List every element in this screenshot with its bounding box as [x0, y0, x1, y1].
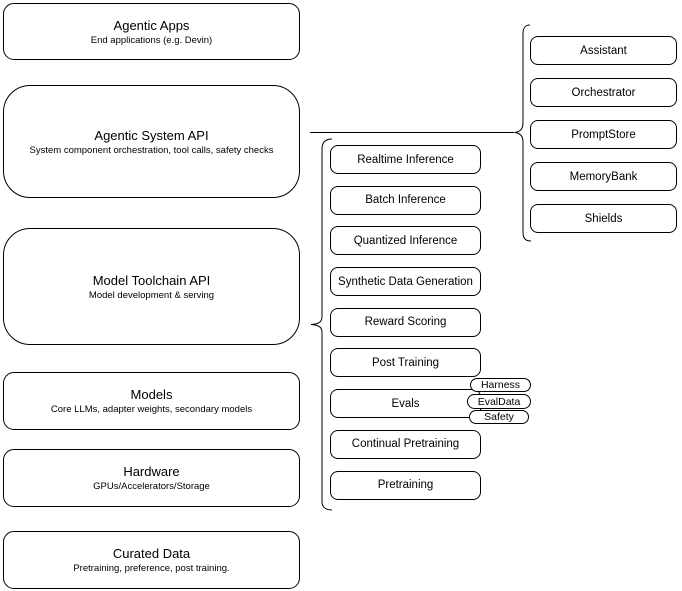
node-agentic-apps: Agentic Apps End applications (e.g. Devi… [3, 3, 300, 60]
node-subtitle: End applications (e.g. Devin) [90, 34, 213, 46]
toolchain-item-reward-scoring: Reward Scoring [330, 307, 481, 337]
component-orchestrator: Orchestrator [530, 78, 677, 107]
node-subtitle: Pretraining, preference, post training. [73, 563, 230, 574]
node-subtitle: GPUs/Accelerators/Storage [93, 481, 210, 492]
node-title: Hardware [123, 464, 180, 479]
system-components-column: Assistant Orchestrator PromptStore Memor… [530, 36, 677, 233]
toolchain-item-continual-pretraining: Continual Pretraining [330, 429, 481, 459]
node-title: Agentic System API [94, 127, 209, 143]
node-subtitle: Model development & serving [88, 289, 215, 301]
toolchain-item-evals: Evals [330, 389, 481, 419]
component-promptstore: PromptStore [530, 120, 677, 149]
node-subtitle: Core LLMs, adapter weights, secondary mo… [50, 404, 253, 415]
toolchain-item-synthetic-data-generation: Synthetic Data Generation [330, 267, 481, 297]
toolchain-item-pretraining: Pretraining [330, 470, 481, 500]
node-model-toolchain-api: Model Toolchain API Model development & … [3, 228, 300, 345]
toolchain-brace [310, 138, 333, 511]
components-brace [514, 24, 532, 242]
toolchain-item-batch-inference: Batch Inference [330, 185, 481, 215]
node-agentic-system-api: Agentic System API System component orch… [3, 85, 300, 198]
node-models: Models Core LLMs, adapter weights, secon… [3, 372, 300, 430]
node-curated-data: Curated Data Pretraining, preference, po… [3, 531, 300, 589]
node-title: Models [130, 387, 173, 402]
toolchain-item-realtime-inference: Realtime Inference [330, 145, 481, 174]
node-subtitle: System component orchestration, tool cal… [29, 144, 274, 156]
eval-tag-harness: Harness [470, 378, 531, 392]
toolchain-items-column: Realtime Inference Batch Inference Quant… [330, 145, 481, 500]
component-assistant: Assistant [530, 36, 677, 65]
node-hardware: Hardware GPUs/Accelerators/Storage [3, 449, 300, 507]
node-title: Model Toolchain API [92, 272, 211, 288]
node-title: Agentic Apps [113, 17, 190, 33]
node-title: Curated Data [112, 546, 191, 561]
eval-tag-evaldata: EvalData [467, 394, 531, 409]
component-memorybank: MemoryBank [530, 162, 677, 191]
toolchain-item-post-training: Post Training [330, 348, 481, 378]
eval-tag-safety: Safety [469, 410, 529, 424]
component-shields: Shields [530, 204, 677, 233]
toolchain-item-quantized-inference: Quantized Inference [330, 226, 481, 256]
